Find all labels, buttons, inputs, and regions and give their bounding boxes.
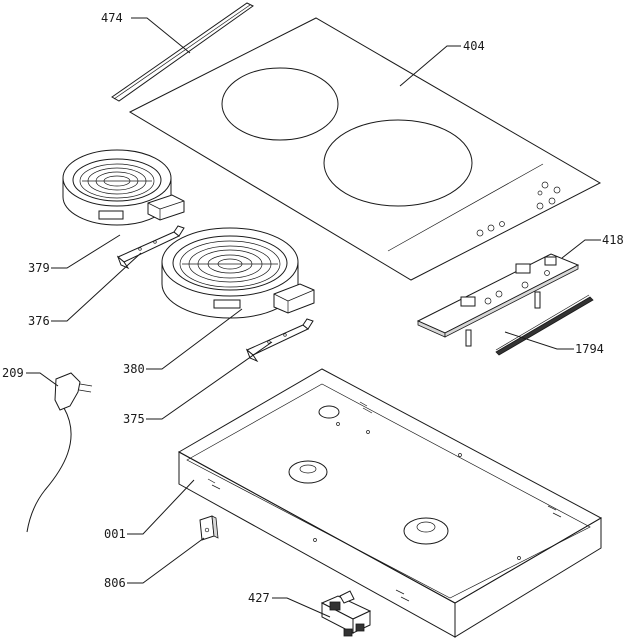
glass-control-markings bbox=[476, 181, 561, 237]
callout-418: 418 bbox=[602, 233, 624, 247]
power-cord bbox=[26, 372, 93, 533]
callout-1794: 1794 bbox=[575, 342, 604, 356]
callout-labels: 474 404 418 1794 379 376 380 375 209 001… bbox=[2, 11, 624, 605]
small-heater-bracket bbox=[116, 225, 185, 270]
glass-trim-strip bbox=[111, 2, 254, 102]
housing-tray bbox=[177, 368, 603, 638]
board-strip bbox=[495, 294, 594, 356]
large-heater-bracket bbox=[245, 318, 314, 363]
callout-806: 806 bbox=[104, 576, 126, 590]
callout-380: 380 bbox=[123, 362, 145, 376]
leader-lines bbox=[26, 17, 601, 618]
callout-375: 375 bbox=[123, 412, 145, 426]
glass-ceramic-top bbox=[128, 17, 602, 281]
callout-001: 001 bbox=[104, 527, 126, 541]
callout-474: 474 bbox=[101, 11, 123, 25]
callout-379: 379 bbox=[28, 261, 50, 275]
small-radiant-heater bbox=[62, 149, 185, 226]
callout-376: 376 bbox=[28, 314, 50, 328]
control-board bbox=[416, 253, 580, 347]
callout-209: 209 bbox=[2, 366, 24, 380]
large-radiant-heater bbox=[161, 227, 315, 319]
small-heater-coil bbox=[79, 163, 155, 199]
callout-404: 404 bbox=[463, 39, 485, 53]
callout-427: 427 bbox=[248, 591, 270, 605]
terminal-block bbox=[320, 590, 372, 637]
mounting-clip bbox=[199, 515, 219, 541]
large-heater-coil bbox=[179, 240, 281, 288]
